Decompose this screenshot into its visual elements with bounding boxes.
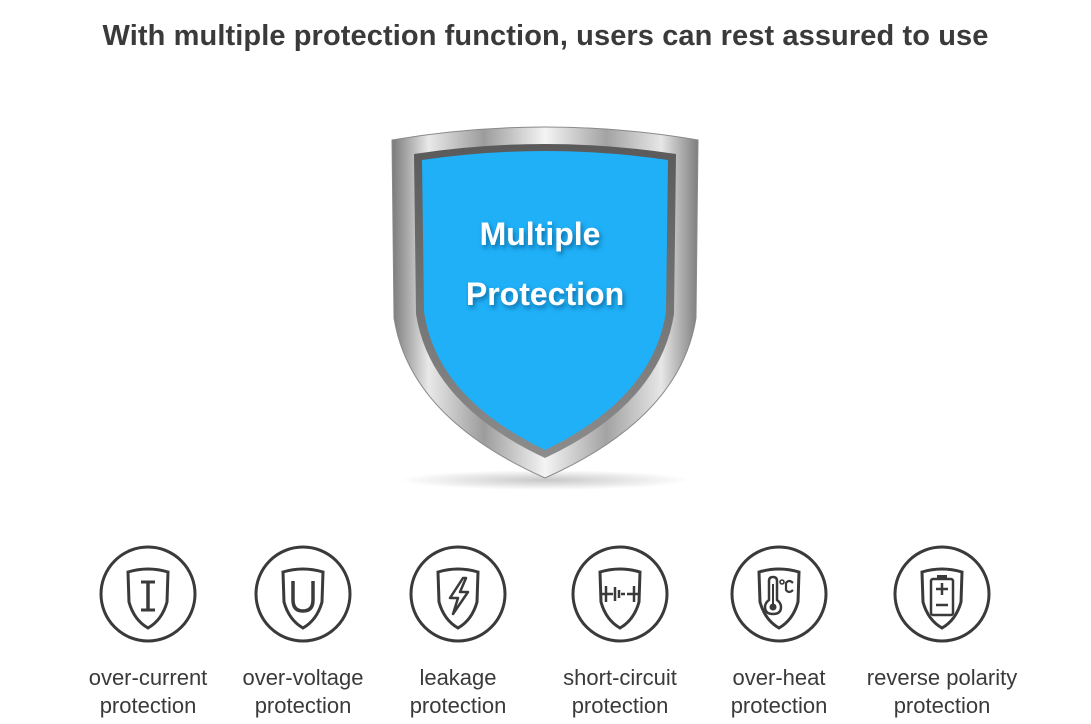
feature-list: over-current protection over-voltage pro…: [0, 544, 1091, 724]
feature-over-heat: over-heat protection: [689, 544, 869, 720]
feature-label: over-voltage protection: [213, 664, 393, 720]
feature-label-line2: protection: [409, 693, 507, 718]
feature-label-line1: over-voltage: [242, 665, 364, 690]
feature-label-line1: over-heat: [732, 665, 826, 690]
feature-label-line2: protection: [99, 693, 197, 718]
over-voltage-icon: [254, 545, 352, 643]
feature-label: reverse polarity protection: [852, 664, 1032, 720]
feature-leakage: leakage protection: [368, 544, 548, 720]
leakage-icon: [409, 545, 507, 643]
feature-short-circuit: short-circuit protection: [530, 544, 710, 720]
feature-label-line1: short-circuit: [563, 665, 677, 690]
shield-text-line1: Multiple: [480, 216, 601, 252]
short-circuit-icon: [571, 545, 669, 643]
multiple-protection-shield: Multiple Protection: [380, 118, 710, 498]
feature-label-line1: over-current: [88, 665, 208, 690]
feature-label: over-current protection: [58, 664, 238, 720]
feature-label: over-heat protection: [689, 664, 869, 720]
feature-label: short-circuit protection: [530, 664, 710, 720]
over-heat-icon: [730, 545, 828, 643]
shield-text-line2: Protection: [466, 276, 624, 312]
feature-reverse-polarity: reverse polarity protection: [852, 544, 1032, 720]
page-headline: With multiple protection function, users…: [102, 20, 989, 52]
feature-label-line2: protection: [254, 693, 352, 718]
reverse-polarity-icon: [893, 545, 991, 643]
feature-label-line2: protection: [893, 693, 991, 718]
feature-label-line1: reverse polarity: [866, 665, 1018, 690]
shield-shadow: [400, 470, 690, 490]
over-current-icon: [99, 545, 197, 643]
shield-graphic: Multiple Protection: [391, 126, 699, 490]
feature-label-line2: protection: [730, 693, 828, 718]
feature-over-voltage: over-voltage protection: [213, 544, 393, 720]
feature-label: leakage protection: [368, 664, 548, 720]
feature-label-line2: protection: [571, 693, 669, 718]
feature-label-line1: leakage: [419, 665, 497, 690]
shield-face: [422, 151, 668, 450]
feature-over-current: over-current protection: [58, 544, 238, 720]
